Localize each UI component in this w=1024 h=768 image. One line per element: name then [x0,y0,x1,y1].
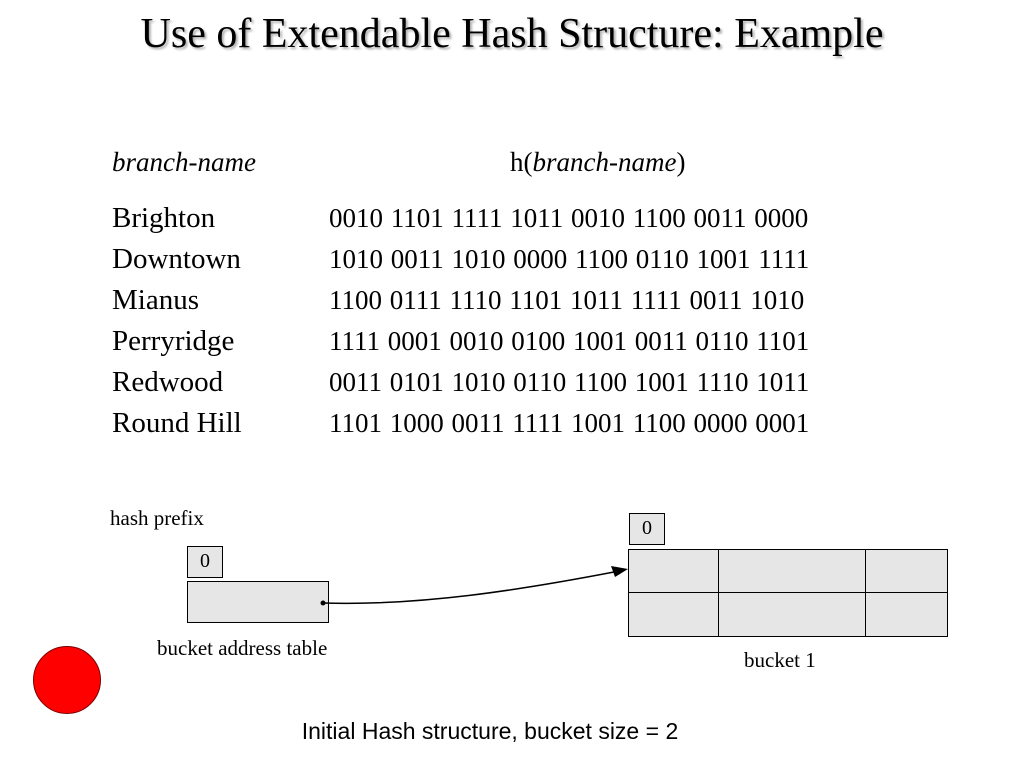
hash-header-suffix: ) [676,147,686,177]
branch-name-cell: Brighton [112,202,216,234]
hash-value-cell: 1010 0011 1010 0000 1100 0110 1001 1111 [329,244,810,274]
hash-header-argument: branch-name [532,147,677,177]
branch-name-cell: Redwood [112,366,224,398]
branch-name-cell: Perryridge [112,325,235,357]
slide-caption: Initial Hash structure, bucket size = 2 [301,718,679,744]
hash-value-cell: 1100 0111 1110 1101 1011 1111 0011 1010 [329,285,805,315]
bucket-cell [629,550,719,593]
bucket-cell [719,593,866,636]
bucket-cell [629,593,719,636]
branch-name-cell: Mianus [112,284,199,316]
hash-value-cell: 1101 1000 0011 1111 1001 1100 0000 0001 [329,408,810,438]
branch-name-cell: Downtown [112,243,241,275]
bucket-1 [628,549,948,637]
branch-name-header-text: branch-name [112,147,256,177]
hash-value-cell: 1111 0001 0010 0100 1001 0011 0110 1101 [329,326,810,356]
bucket-cell [866,550,947,593]
branch-name-header: branch-name [112,146,256,178]
hash-value-cell: 0010 1101 1111 1011 0010 1100 0011 0000 [329,203,809,233]
hash-prefix-label: hash prefix [110,506,204,530]
red-circle-marker [33,646,101,714]
bucket-cell [719,550,866,593]
branch-name-cell: Round Hill [112,407,242,439]
bucket-address-table-label: bucket address table [157,636,328,660]
hash-value-cell: 0011 0101 1010 0110 1100 1001 1110 1011 [329,367,810,397]
bucket-address-table-entry [187,581,329,623]
bucket-cell [866,593,947,636]
local-depth-box: 0 [629,513,665,545]
hash-function-header: h(branch-name) [510,146,685,178]
global-depth-box: 0 [187,546,223,578]
slide-title: Use of Extendable Hash Structure: Exampl… [140,11,884,57]
bucket-1-label: bucket 1 [744,648,816,672]
hash-header-prefix: h( [510,147,533,177]
